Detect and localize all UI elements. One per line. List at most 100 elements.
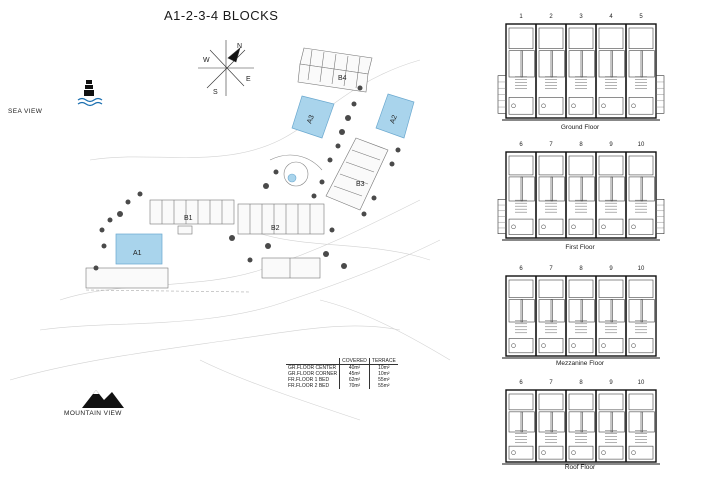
room bbox=[520, 50, 535, 78]
unit-number: 3 bbox=[579, 14, 583, 20]
area-covered: 45m² bbox=[339, 371, 370, 377]
fixture-icon bbox=[511, 103, 516, 109]
room bbox=[508, 97, 534, 115]
room bbox=[538, 299, 553, 323]
room bbox=[520, 176, 535, 202]
room bbox=[538, 338, 564, 354]
fixture-icon bbox=[571, 343, 576, 348]
room bbox=[568, 299, 583, 323]
room bbox=[628, 176, 643, 202]
room bbox=[538, 97, 564, 115]
room bbox=[568, 27, 594, 49]
room bbox=[580, 411, 595, 433]
room bbox=[538, 155, 564, 176]
room bbox=[640, 176, 655, 202]
fixture-icon bbox=[631, 103, 636, 109]
fixture-icon bbox=[571, 103, 576, 109]
fixture-icon bbox=[541, 103, 546, 109]
room bbox=[628, 393, 654, 411]
block-b4 bbox=[297, 47, 373, 93]
fixture-icon bbox=[571, 224, 576, 230]
room bbox=[640, 50, 655, 78]
room bbox=[598, 27, 624, 49]
unit-number: 10 bbox=[638, 266, 645, 272]
palm-trees bbox=[93, 85, 401, 271]
fixture-icon bbox=[601, 103, 606, 109]
block-a2-label: A2 bbox=[389, 114, 399, 125]
block-b2-label: B2 bbox=[271, 225, 280, 232]
unit-number: 6 bbox=[519, 142, 523, 148]
room bbox=[520, 299, 535, 323]
mountain-icon bbox=[82, 390, 124, 408]
plan-label-roof: Roof Floor bbox=[564, 464, 596, 471]
unit-number: 1 bbox=[519, 14, 523, 20]
fixture-icon bbox=[511, 450, 516, 455]
room bbox=[538, 218, 564, 235]
page-title: A1-2-3-4 BLOCKS bbox=[164, 8, 279, 23]
room bbox=[628, 445, 654, 460]
room bbox=[508, 176, 523, 202]
unit-number: 4 bbox=[609, 14, 613, 20]
area-row: FR.FLOOR 1 BED 62m² 55m² bbox=[286, 377, 398, 383]
block-b2 bbox=[237, 203, 325, 279]
unit-number: 10 bbox=[638, 380, 645, 386]
fixture-icon bbox=[511, 224, 516, 230]
room bbox=[610, 176, 625, 202]
room bbox=[538, 279, 564, 298]
room bbox=[550, 411, 565, 433]
room bbox=[580, 299, 595, 323]
room bbox=[568, 279, 594, 298]
room bbox=[598, 393, 624, 411]
room bbox=[598, 155, 624, 176]
fixture-icon bbox=[571, 450, 576, 455]
area-row: FR.FLOOR 2 BED 70m² 55m² bbox=[286, 383, 398, 389]
unit-number: 6 bbox=[519, 266, 523, 272]
central-plaza bbox=[269, 154, 323, 187]
pool-a3 bbox=[291, 95, 335, 139]
room bbox=[628, 50, 643, 78]
area-type: FR.FLOOR 2 BED bbox=[288, 383, 330, 389]
room bbox=[568, 176, 583, 202]
unit-number: 7 bbox=[549, 142, 553, 148]
room bbox=[610, 299, 625, 323]
area-covered: 70m² bbox=[339, 383, 370, 389]
area-terrace: 55m² bbox=[368, 377, 398, 383]
room bbox=[568, 218, 594, 235]
fixture-icon bbox=[631, 343, 636, 348]
room bbox=[568, 445, 594, 460]
area-header-terrace: TERRACE bbox=[368, 358, 398, 365]
compass-w: W bbox=[203, 57, 210, 64]
room bbox=[538, 50, 553, 78]
unit-number: 8 bbox=[579, 380, 583, 386]
room bbox=[508, 279, 534, 298]
fixture-icon bbox=[511, 343, 516, 348]
area-covered: 40m² bbox=[339, 364, 370, 371]
area-type: GR.FLOOR CENTER bbox=[288, 365, 337, 371]
unit-number: 6 bbox=[519, 380, 523, 386]
room bbox=[628, 279, 654, 298]
room bbox=[550, 176, 565, 202]
area-table: COVERED TERRACE GR.FLOOR CENTER 40m² 10m… bbox=[286, 358, 398, 389]
fixture-icon bbox=[631, 224, 636, 230]
plan-label-ground: Ground Floor bbox=[560, 124, 600, 131]
block-a1 bbox=[85, 267, 169, 289]
room bbox=[538, 27, 564, 49]
room bbox=[598, 279, 624, 298]
room bbox=[640, 411, 655, 433]
compass-e: E bbox=[246, 76, 251, 83]
area-header-type bbox=[286, 358, 340, 365]
lighthouse-icon bbox=[77, 80, 103, 107]
room bbox=[610, 50, 625, 78]
room bbox=[598, 97, 624, 115]
compass bbox=[198, 40, 254, 96]
block-b3 bbox=[325, 137, 389, 211]
room bbox=[598, 445, 624, 460]
block-a1-label: A1 bbox=[133, 250, 142, 257]
area-header-covered: COVERED bbox=[339, 358, 370, 365]
room bbox=[628, 218, 654, 235]
site-path bbox=[85, 289, 251, 293]
